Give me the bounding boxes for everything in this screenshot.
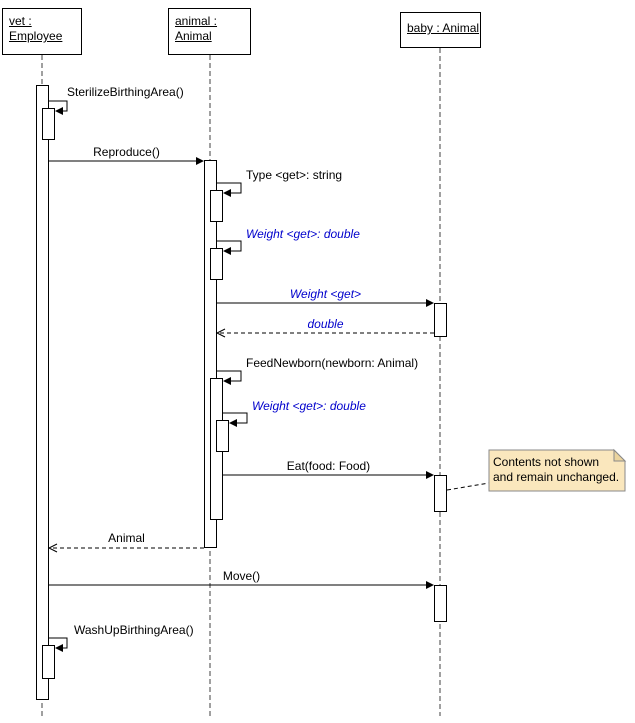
lifeline-name: baby : Animal xyxy=(407,21,480,35)
activation-baby-eat xyxy=(434,475,447,512)
message-label-weight-get-nested: Weight <get>: double xyxy=(252,399,366,413)
activation-vet-washup xyxy=(42,645,55,679)
message-label-move: Move() xyxy=(222,569,261,583)
lifeline-name: animal : xyxy=(175,14,218,28)
message-label-type-get: Type <get>: string xyxy=(246,168,343,182)
activation-baby-weight-get xyxy=(434,303,447,337)
message-arrow-feednewborn xyxy=(217,370,242,385)
activation-animal-weight-nested xyxy=(216,420,229,452)
message-arrow-animal-return xyxy=(47,543,204,553)
message-arrow-sterilize xyxy=(49,100,68,115)
message-arrow-eat xyxy=(223,471,434,479)
message-arrow-weight-get-self xyxy=(217,240,242,255)
activation-baby-move xyxy=(434,585,447,622)
lifeline-head-baby: baby : Animal xyxy=(400,12,481,48)
lifeline-head-animal: animal : Animal xyxy=(168,8,251,55)
note: Contents not shown and remain unchanged. xyxy=(493,455,620,484)
message-label-double-return: double xyxy=(307,317,344,331)
note-shape xyxy=(488,449,626,492)
lifeline-head-vet: vet : Employee xyxy=(2,8,82,55)
message-label-animal-return: Animal xyxy=(108,531,145,545)
message-label-weight-get-self: Weight <get>: double xyxy=(246,227,360,241)
message-arrow-double-return xyxy=(215,328,434,338)
lifeline-name: Animal xyxy=(175,29,212,43)
activation-animal-type-get xyxy=(210,190,223,222)
message-label-eat: Eat(food: Food) xyxy=(286,459,371,473)
message-arrow-weight-get-nested xyxy=(223,412,248,427)
message-label-feednewborn: FeedNewborn(newborn: Animal) xyxy=(246,356,419,370)
message-arrow-type-get xyxy=(217,182,242,197)
note-shape-group xyxy=(446,448,627,492)
message-label-washup: WashUpBirthingArea() xyxy=(74,623,194,637)
lifeline-name: vet : xyxy=(9,14,32,28)
message-arrow-reproduce xyxy=(49,157,204,165)
note-fold-corner xyxy=(613,448,627,462)
note-connector xyxy=(446,482,490,491)
message-label-sterilize: SterilizeBirthingArea() xyxy=(67,85,184,99)
message-label-reproduce: Reproduce() xyxy=(93,145,160,159)
message-arrow-weight-get xyxy=(217,299,434,307)
activation-animal-weight-get xyxy=(210,248,223,280)
lifeline-name: Employee xyxy=(9,29,63,43)
activation-vet-sterilize xyxy=(42,108,55,140)
activation-vet-main xyxy=(36,85,49,700)
message-label-weight-get: Weight <get> xyxy=(289,287,362,301)
message-arrow-washup xyxy=(49,637,68,652)
message-arrow-move xyxy=(49,581,434,589)
